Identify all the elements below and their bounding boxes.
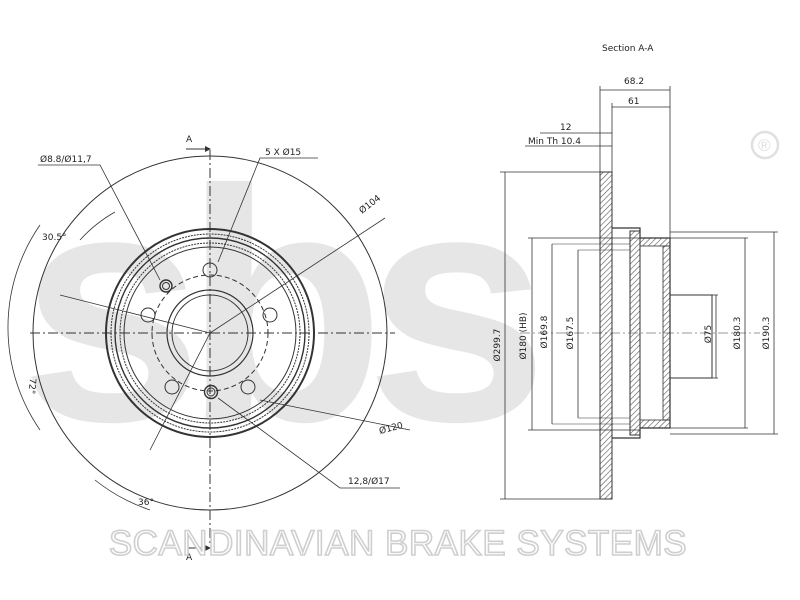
large-hole-inner xyxy=(206,387,216,397)
angle-ray xyxy=(149,332,211,451)
locating-hole xyxy=(159,279,173,293)
bolt-hole xyxy=(262,307,278,323)
hat-bottom-section xyxy=(639,419,671,429)
locating-hole-inner xyxy=(162,282,170,290)
section-marker-bottom: A xyxy=(186,553,193,563)
label-190-3: Ø190.3 xyxy=(761,317,772,350)
label-angle-bottom: 36° xyxy=(138,498,154,508)
label-hb-diameter: Ø180 (HB) xyxy=(518,312,529,359)
pcd-leader xyxy=(209,217,386,334)
label-large-hole: 12,8/Ø17 xyxy=(348,476,390,487)
label-small-hole: Ø8.8/Ø11,7 xyxy=(40,154,92,165)
logo-text: sbs xyxy=(20,121,535,490)
bolt-hole xyxy=(164,379,180,395)
leader-bolt-holes xyxy=(217,157,318,263)
label-180-3: Ø180.3 xyxy=(732,317,743,350)
angle-ray xyxy=(59,294,211,334)
label-center-bore: Ø75 xyxy=(703,325,714,344)
section-marker-top: A xyxy=(186,135,193,145)
angle-arc-left xyxy=(7,224,41,431)
section-title: Section A-A xyxy=(602,44,654,54)
label-bolt-holes: 5 X Ø15 xyxy=(265,147,301,158)
label-169-8: Ø169.8 xyxy=(539,315,550,348)
center-bore-outline xyxy=(670,294,713,379)
label-outer-diameter: Ø299.7 xyxy=(492,329,503,362)
label-angle-top: 30.5° xyxy=(42,233,67,243)
leader-small-hole xyxy=(38,164,161,281)
registered-circle xyxy=(750,130,780,160)
registered-mark: ® xyxy=(758,136,771,155)
label-overall-height: 68.2 xyxy=(624,77,644,87)
large-hole xyxy=(203,384,219,400)
angle-arc-bottom xyxy=(94,479,151,511)
leader-large-hole xyxy=(217,397,400,489)
section-view xyxy=(500,86,778,500)
leader-center-bore xyxy=(259,399,411,431)
hat-top-section xyxy=(639,237,671,247)
label-167-5: Ø167.5 xyxy=(565,317,576,350)
friction-ring-section xyxy=(599,171,613,500)
bolt-hole xyxy=(140,307,156,323)
label-min-thickness: Min Th 10.4 xyxy=(528,137,581,147)
label-angle-side: 72° xyxy=(26,378,37,395)
bolt-hole xyxy=(240,379,256,395)
label-thickness: 12 xyxy=(560,123,571,133)
label-hat-height: 61 xyxy=(628,97,639,107)
angle-arc-top xyxy=(79,211,116,241)
front-view xyxy=(7,146,411,551)
brand-name: SCANDINAVIAN BRAKE SYSTEMS xyxy=(109,524,687,563)
